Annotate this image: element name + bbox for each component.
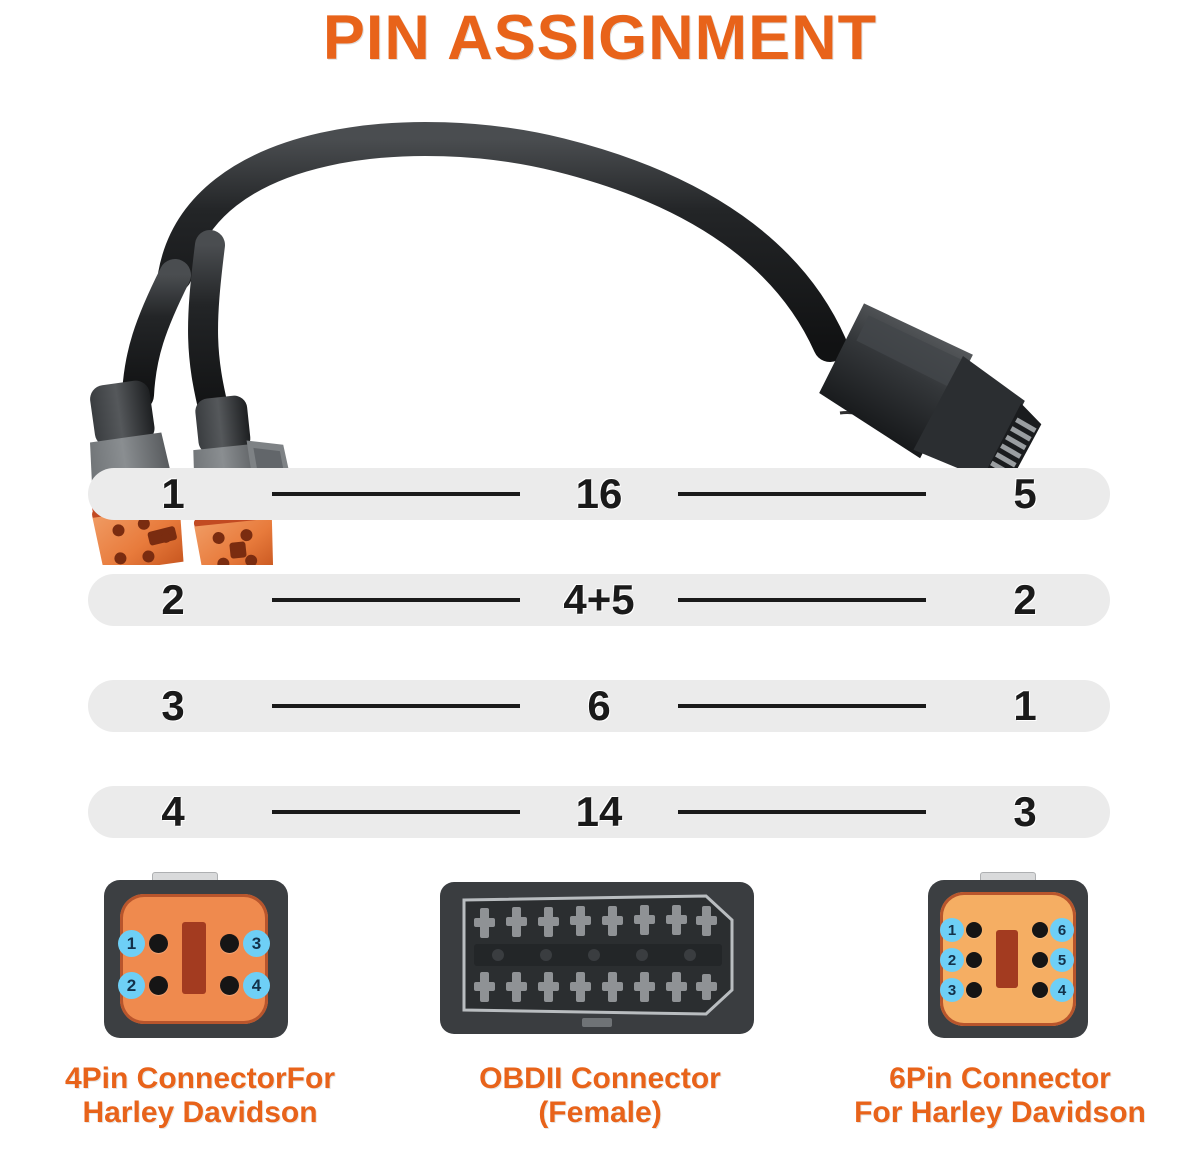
six-pin-hole-4 [1032, 982, 1048, 998]
obdii-connector-diagram [440, 882, 754, 1034]
row-1-left: 1 [161, 470, 185, 517]
caption-four-pin-line1: 4Pin ConnectorFor [64, 1062, 335, 1095]
caption-obdii-line2: (Female) [538, 1095, 662, 1129]
row-1-dash-right [678, 492, 926, 496]
table-row: 2 4+5 2 [88, 574, 1110, 626]
obdii-bottom-tab [582, 1018, 612, 1027]
obdii-male-plug-photo [819, 303, 1042, 485]
row-1-dash-left [272, 492, 520, 496]
four-pin-hole-4 [220, 976, 239, 995]
table-row: 3 6 1 [88, 680, 1110, 732]
four-pin-label-3: 3 [243, 930, 270, 957]
six-pin-label-3: 3 [940, 978, 964, 1002]
caption-obdii: OBDII Connector (Female) [410, 1062, 790, 1129]
row-background-2 [88, 574, 1110, 626]
row-4-dash-right [678, 810, 926, 814]
six-pin-label-6: 6 [1050, 918, 1074, 942]
row-3-dash-right [678, 704, 926, 708]
caption-four-pin: 4Pin ConnectorFor Harley Davidson [0, 1062, 400, 1129]
six-pin-hole-3 [966, 982, 982, 998]
table-row: 4 14 3 [88, 786, 1110, 838]
four-pin-connector-diagram: 1 3 2 4 [90, 872, 302, 1040]
row-1-middle: 16 [575, 470, 623, 517]
six-pin-connector-diagram: 1 6 2 5 3 4 [918, 872, 1098, 1040]
four-pin-label-1: 1 [118, 930, 145, 957]
caption-six-pin-line2: For Harley Davidson [854, 1095, 1146, 1129]
cable-main-branch [158, 122, 847, 362]
six-pin-label-5: 5 [1050, 948, 1074, 972]
caption-six-pin: 6Pin Connector For Harley Davidson [800, 1062, 1200, 1129]
row-background-1 [88, 468, 1110, 520]
six-pin-hole-2 [966, 952, 982, 968]
four-pin-hole-1 [149, 934, 168, 953]
six-pin-label-4: 4 [1050, 978, 1074, 1002]
row-2-dash-left [272, 598, 520, 602]
obdii-pins-bottom [474, 972, 717, 1002]
table-row: 1 16 5 [88, 468, 1110, 520]
six-pin-keyway [996, 930, 1018, 988]
row-3-middle: 6 [587, 682, 611, 729]
row-4-left: 4 [161, 788, 185, 835]
row-background-4 [88, 786, 1110, 838]
six-pin-hole-6 [1032, 922, 1048, 938]
row-3-right: 1 [1013, 682, 1037, 729]
row-2-middle: 4+5 [563, 576, 635, 623]
page-title: PIN ASSIGNMENT [322, 3, 878, 73]
row-4-middle: 14 [575, 788, 623, 835]
six-pin-label-1: 1 [940, 918, 964, 942]
cable-branch-right [188, 230, 230, 430]
obdii-port-opening [462, 894, 734, 1016]
row-4-dash-left [272, 810, 520, 814]
row-3-dash-left [272, 704, 520, 708]
row-2-left: 2 [161, 576, 185, 623]
caption-four-pin-line2: Harley Davidson [82, 1095, 318, 1129]
four-pin-label-2: 2 [118, 972, 145, 999]
row-background-3 [88, 680, 1110, 732]
row-2-dash-right [678, 598, 926, 602]
caption-six-pin-line1: 6Pin Connector [889, 1062, 1111, 1095]
row-1-right: 5 [1013, 470, 1037, 517]
six-pin-hole-1 [966, 922, 982, 938]
four-pin-label-4: 4 [243, 972, 270, 999]
row-3-left: 3 [161, 682, 185, 729]
deutsch-6pin-holes [112, 517, 177, 565]
four-pin-keyway [182, 922, 206, 994]
row-4-right: 3 [1013, 788, 1037, 835]
six-pin-label-2: 2 [940, 948, 964, 972]
row-2-right: 2 [1013, 576, 1037, 623]
four-pin-hole-3 [220, 934, 239, 953]
six-pin-hole-5 [1032, 952, 1048, 968]
deutsch-4pin-holes [212, 529, 258, 570]
caption-obdii-line1: OBDII Connector [479, 1062, 721, 1095]
obdii-plug-teeth [990, 417, 1037, 477]
four-pin-hole-2 [149, 976, 168, 995]
obdii-pins-top [474, 905, 717, 938]
